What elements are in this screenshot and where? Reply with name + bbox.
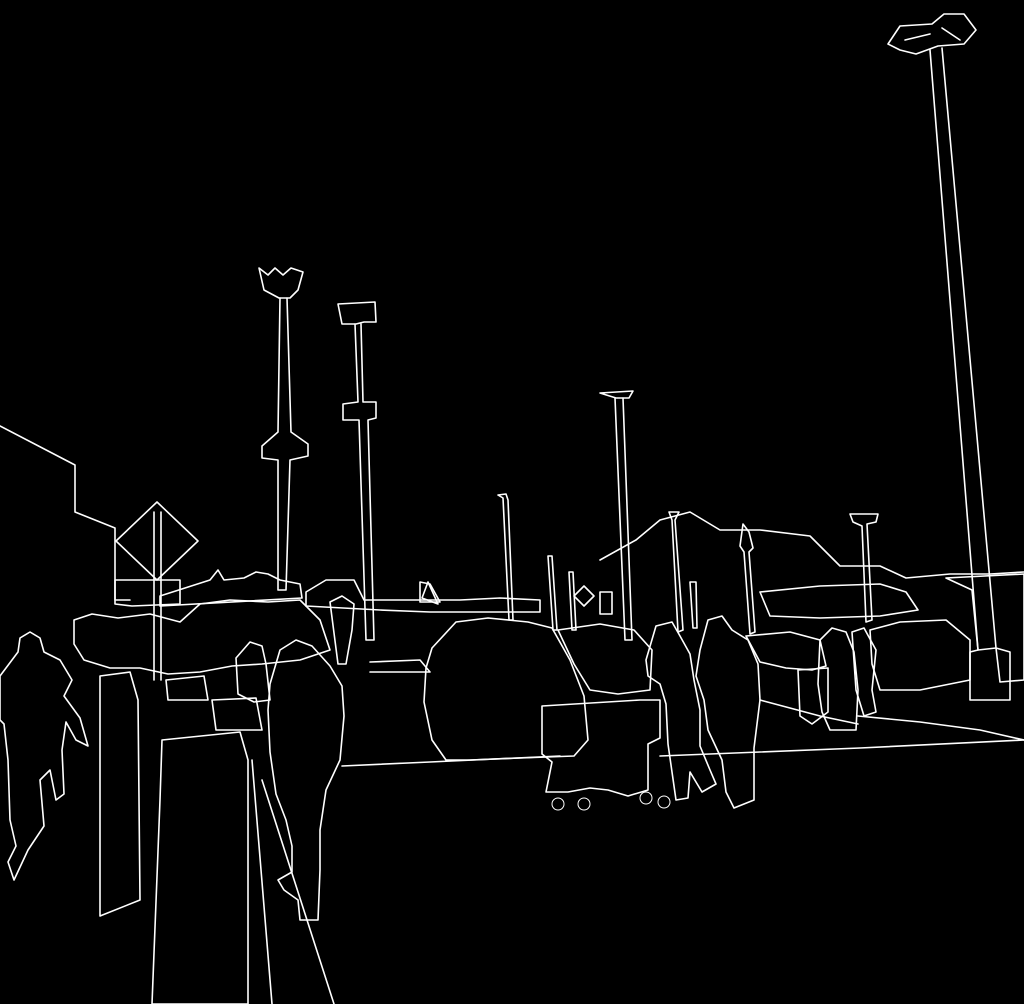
stadium-light-pole [887,13,1011,701]
vehicle-center [423,617,589,761]
person-seated [235,641,271,703]
foreground-bins [99,671,335,1004]
person-walking-1 [645,621,717,801]
person-center-left [267,639,345,921]
road-sign [115,501,199,681]
background-structures [114,569,1024,683]
lamp-pole-3 [599,390,634,641]
bush-left [73,599,331,675]
building-outline-left [0,425,131,601]
small-poles [497,493,756,635]
lamp-pole-2 [337,301,377,641]
lamp-pole-right [849,513,879,623]
person-walking-2 [695,615,761,809]
person-right [817,627,877,731]
lamp-pole-crown-1 [258,267,309,591]
small-signs [329,581,613,665]
background-treeline [599,511,1024,579]
parked-cars [557,619,971,695]
person-left-edge [0,631,89,881]
shopping-cart-front [541,699,671,811]
ground-lines [341,659,1024,767]
shopping-cart-right [797,667,829,725]
